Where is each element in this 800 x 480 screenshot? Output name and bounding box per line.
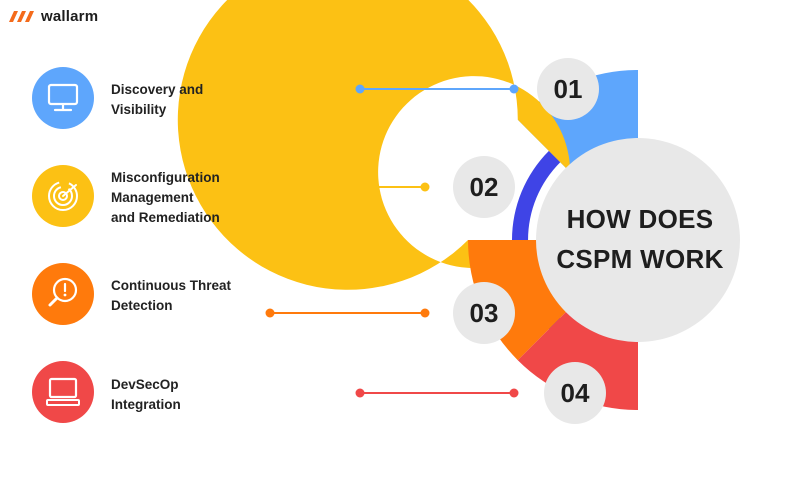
connector-dot-end-2 — [420, 182, 430, 192]
step-label-3: Continuous Threat Detection — [111, 278, 231, 313]
step-number-4: 04 — [561, 378, 590, 408]
brand-name: wallarm — [41, 7, 99, 25]
step-icon-devsecops — [32, 361, 94, 423]
step-number-2: 02 — [470, 172, 499, 202]
number-badge-2 — [453, 156, 515, 218]
step-icon-misconfiguration — [32, 165, 94, 227]
brand-logo: wallarm — [8, 4, 98, 28]
connector-dot-start-1 — [355, 84, 365, 94]
step-label-1: Discovery and Visibility — [111, 82, 204, 117]
arc-segment-2 — [177, 0, 571, 290]
connector-dot-end-1 — [509, 84, 519, 94]
number-badge-4 — [544, 362, 606, 424]
step-label-2: Misconfiguration Management and Remediat… — [111, 170, 220, 225]
target-icon — [48, 181, 78, 211]
laptop-icon — [46, 377, 80, 406]
connector-dot-start-4 — [355, 388, 365, 398]
step-icon-discovery — [32, 67, 94, 129]
step-number-1: 01 — [554, 74, 583, 104]
number-badge-3 — [453, 282, 515, 344]
step-number-3: 03 — [470, 298, 499, 328]
center-hub — [536, 138, 740, 342]
center-title: HOW DOES CSPM WORK — [556, 204, 724, 274]
connector-dot-end-4 — [509, 388, 519, 398]
step-label-4: DevSecOp Integration — [111, 377, 181, 412]
alert-magnifier-icon — [48, 277, 78, 307]
monitor-icon — [47, 83, 79, 112]
number-badge-1 — [537, 58, 599, 120]
connector-dot-start-3 — [265, 308, 275, 318]
step-icon-threat-detection — [32, 263, 94, 325]
connector-dot-end-3 — [420, 308, 430, 318]
connector-dot-start-2 — [265, 182, 275, 192]
wallarm-logo-icon — [9, 11, 34, 22]
